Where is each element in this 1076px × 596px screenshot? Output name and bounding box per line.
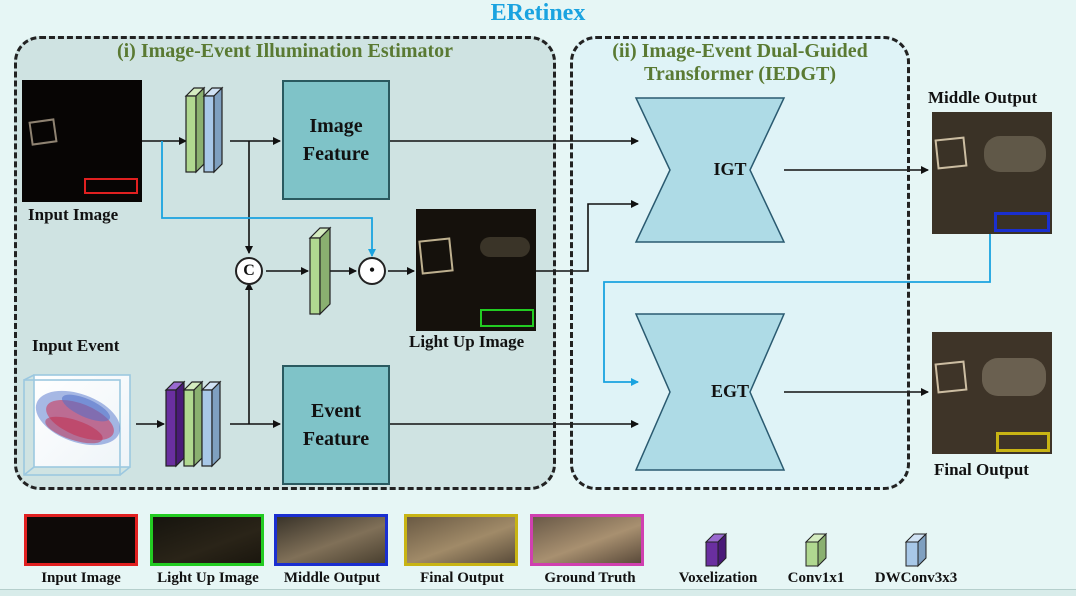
legend-label-conv1x1: Conv1x1: [787, 570, 845, 586]
illumination-estimator-panel: [14, 36, 556, 490]
light-up-image-label: Light Up Image: [409, 332, 525, 351]
event-voxel-cube: [23, 374, 131, 476]
input-image-label: Input Image: [28, 205, 119, 224]
legend-label-middle-output: Middle Output: [283, 570, 381, 586]
left-panel-title: (i) Image-Event Illumination Estimator: [116, 40, 454, 62]
legend-label-ground-truth: Ground Truth: [544, 570, 636, 586]
event-feature-line1: Event: [311, 400, 361, 422]
legend-swatch-final-output: [404, 514, 518, 566]
iedgt-panel: [570, 36, 910, 490]
legend-label-dwconv3x3: DWConv3x3: [874, 570, 958, 586]
legend-label-light-up-image: Light Up Image: [157, 570, 259, 586]
egt-label: EGT: [710, 381, 749, 401]
input-image-thumbnail: [22, 80, 142, 202]
right-panel-title-line1: (ii) Image-Event Dual-Guided: [612, 40, 868, 62]
event-feature-line2: Feature: [302, 428, 370, 450]
igt-shape: [634, 97, 786, 243]
final-output-thumbnail: [932, 332, 1052, 454]
legend-swatch-input-image: [24, 514, 138, 566]
legend-swatch-ground-truth: [530, 514, 644, 566]
right-panel-title-line2: Transformer (IEDGT): [643, 63, 836, 85]
legend-label-input-image: Input Image: [41, 570, 121, 586]
image-conv-stack: [184, 86, 224, 174]
legend-conv1x1-cube: [804, 532, 828, 568]
middle-conv-cube: [308, 226, 332, 316]
egt-shape: [634, 313, 786, 471]
image-feature-line1: Image: [309, 115, 363, 137]
event-conv-stack: [164, 380, 222, 468]
footer-strip: [0, 589, 1076, 596]
legend-voxelization-cube: [704, 532, 728, 568]
image-feature-line2: Feature: [302, 143, 370, 165]
final-output-label: Final Output: [934, 460, 1029, 479]
middle-output-thumbnail: [932, 112, 1052, 234]
legend-dwconv3x3-cube: [904, 532, 928, 568]
input-event-label: Input Event: [32, 336, 120, 355]
multiply-node: •: [358, 257, 386, 285]
concat-node: C: [235, 257, 263, 285]
legend-swatch-middle-output: [274, 514, 388, 566]
middle-output-label: Middle Output: [928, 88, 1038, 107]
legend-label-final-output: Final Output: [420, 570, 504, 586]
legend-swatch-light-up-image: [150, 514, 264, 566]
diagram-title: ERetinex: [490, 0, 586, 26]
legend-label-voxelization: Voxelization: [678, 570, 758, 586]
igt-label: IGT: [713, 159, 747, 179]
light-up-image-thumbnail: [416, 209, 536, 331]
